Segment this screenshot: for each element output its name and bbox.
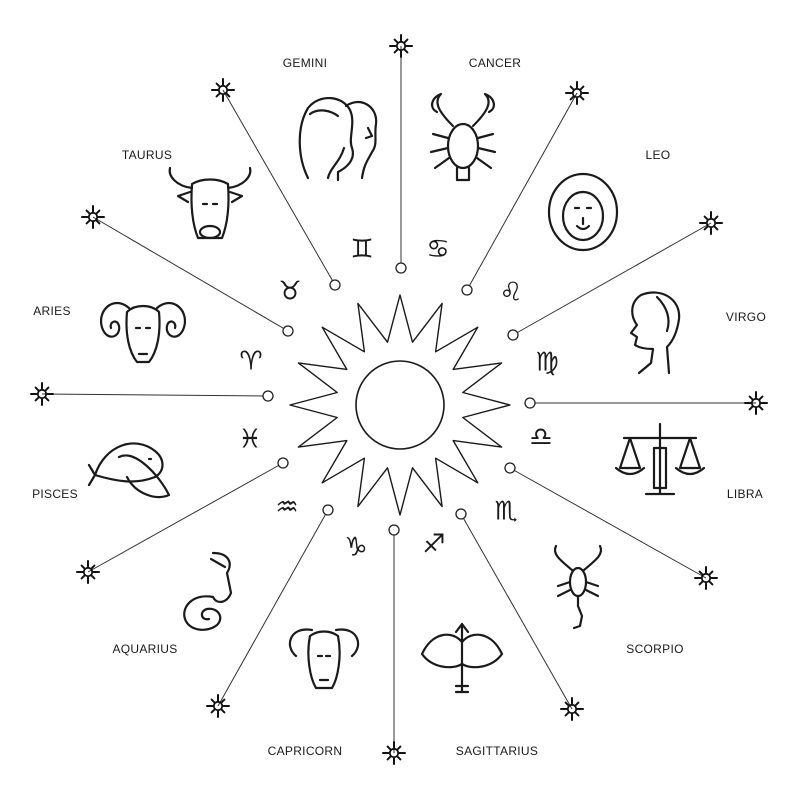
star-burst-icon (694, 566, 718, 590)
ray-line-libra (509, 467, 707, 579)
sun-rays (289, 294, 511, 516)
ray-nodes (262, 262, 536, 536)
ray-line-capricorn (217, 509, 329, 707)
label-aries: ARIES (33, 304, 71, 318)
ray-lines (41, 46, 756, 753)
ray-line-taurus (222, 89, 336, 286)
glyph-leo: ♌ (499, 278, 522, 308)
label-scorpio: SCORPIO (626, 642, 683, 656)
glyph-aquarius: ♒ (275, 493, 298, 523)
sagittarius-bow-icon (420, 622, 504, 694)
label-sagittarius: SAGITTARIUS (456, 744, 538, 758)
label-cancer: CANCER (469, 56, 522, 70)
star-burst-icon (744, 391, 768, 415)
glyph-aries: ♈ (239, 347, 262, 377)
leo-lion-icon (547, 172, 619, 252)
star-burst-icon (389, 34, 413, 58)
star-burst-icon (382, 741, 406, 765)
ray-node-taurus (329, 279, 341, 291)
ray-line-scorpio (460, 513, 573, 710)
ray-node-scorpio (455, 508, 467, 520)
taurus-bull-icon (168, 166, 252, 240)
star-burst-icon (81, 205, 105, 229)
ray-node-sagittarius (388, 524, 400, 536)
ray-node-libra (504, 462, 516, 474)
aries-ram-icon (100, 301, 186, 364)
label-virgo: VIRGO (726, 310, 766, 324)
ray-node-cancer (461, 284, 473, 296)
ray-node-capricorn (322, 504, 334, 516)
label-taurus: TAURUS (122, 148, 172, 162)
label-aquarius: AQUARIUS (112, 642, 177, 656)
label-pisces: PISCES (32, 487, 78, 501)
label-capricorn: CAPRICORN (268, 744, 343, 758)
ray-stars (30, 34, 768, 765)
zodiac-glyphs: ♊ ♋ ♌ ♍ ♎ ♏ ♐ ♑ ♒ ♓ ♈ ♉ (238, 235, 558, 563)
ray-node-aries (282, 325, 294, 337)
ray-node-gemini (395, 262, 407, 274)
label-libra: LIBRA (727, 487, 763, 501)
glyph-taurus: ♉ (278, 277, 301, 307)
ray-line-aquarius (87, 462, 284, 573)
ray-line-leo (512, 222, 712, 336)
glyph-sagittarius: ♐ (422, 530, 445, 560)
ray-line-cancer (466, 92, 578, 291)
capricorn-goat-icon (288, 628, 360, 690)
sun-icon (289, 294, 511, 516)
cancer-crab-icon (429, 92, 497, 182)
glyph-gemini: ♊ (350, 235, 373, 265)
pisces-fish-icon (87, 442, 171, 499)
zodiac-labels: GEMINI CANCER LEO VIRGO LIBRA SCORPIO SAGITTAR… (32, 56, 766, 758)
glyph-scorpio: ♏ (494, 497, 517, 527)
sun-disc (355, 360, 445, 450)
star-burst-icon (699, 211, 723, 235)
ray-node-virgo (524, 397, 536, 409)
scorpio-scorpion-icon (553, 544, 603, 630)
virgo-maiden-icon (629, 291, 681, 375)
ray-line-aries (92, 216, 289, 332)
zodiac-icons (87, 92, 706, 694)
star-burst-icon (76, 560, 100, 584)
star-burst-icon (560, 697, 584, 721)
star-burst-icon (565, 81, 589, 105)
ray-line-pisces (41, 393, 269, 397)
libra-scales-icon (614, 422, 706, 496)
star-burst-icon (30, 382, 54, 406)
glyph-virgo: ♍ (535, 348, 558, 378)
ray-node-leo (507, 329, 519, 341)
label-leo: LEO (646, 148, 671, 162)
glyph-pisces: ♓ (238, 425, 261, 455)
star-burst-icon (211, 78, 235, 102)
star-burst-icon (206, 694, 230, 718)
ray-node-aquarius (277, 457, 289, 469)
glyph-capricorn: ♑ (344, 533, 367, 563)
aquarius-vessel-icon (183, 551, 233, 631)
gemini-twins-icon (298, 97, 378, 182)
glyph-cancer: ♋ (426, 235, 449, 265)
label-gemini: GEMINI (283, 56, 327, 70)
ray-node-pisces (262, 390, 274, 402)
glyph-libra: ♎ (529, 423, 552, 453)
